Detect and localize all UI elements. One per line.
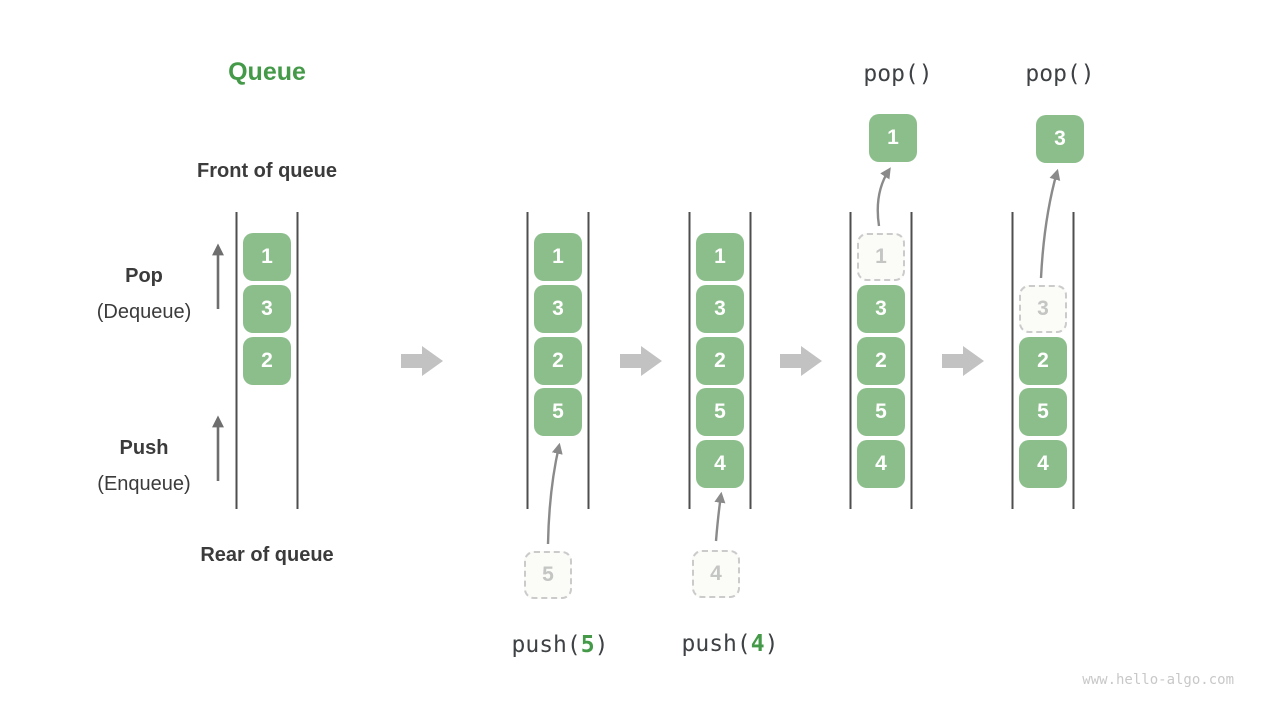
rear-of-queue-label: Rear of queue xyxy=(200,544,334,566)
queue-item-box: 2 xyxy=(857,337,905,385)
queue-item-box: 1 xyxy=(243,233,291,281)
push-operation-label: push(5) xyxy=(512,632,609,658)
enqueue-label: (Enqueue) xyxy=(97,473,191,495)
next-state-arrow-icon xyxy=(780,346,822,376)
queue-item-box: 4 xyxy=(857,440,905,488)
next-state-arrow-icon xyxy=(942,346,984,376)
pop-label-group: Pop (Dequeue) xyxy=(44,258,244,330)
queue-item-box: 5 xyxy=(1019,388,1067,436)
queue-item-ghost-box: 1 xyxy=(857,233,905,281)
push-call-prefix: push( xyxy=(511,632,581,658)
staged-item-box: 4 xyxy=(692,550,740,598)
pop-operation-label: pop() xyxy=(863,61,933,87)
queue-item-ghost-box: 3 xyxy=(1019,285,1067,333)
element-move-arrow-icon xyxy=(546,442,563,545)
push-call-argument: 5 xyxy=(580,632,595,658)
queue-item-box: 1 xyxy=(534,233,582,281)
push-label: Push xyxy=(119,437,169,459)
popped-item-box: 1 xyxy=(869,114,917,162)
front-of-queue-label: Front of queue xyxy=(197,160,337,182)
push-operation-label: push(4) xyxy=(682,631,779,657)
queue-item-box: 4 xyxy=(1019,440,1067,488)
dequeue-label: (Dequeue) xyxy=(96,301,192,323)
popped-item-box: 3 xyxy=(1036,115,1084,163)
queue-item-box: 3 xyxy=(534,285,582,333)
element-move-arrow-icon xyxy=(714,491,726,542)
queue-item-box: 2 xyxy=(534,337,582,385)
pop-label: Pop xyxy=(125,265,163,287)
queue-item-box: 4 xyxy=(696,440,744,488)
queue-item-box: 2 xyxy=(1019,337,1067,385)
next-state-arrow-icon xyxy=(620,346,662,376)
push-label-group: Push (Enqueue) xyxy=(44,430,244,502)
next-state-arrow-icon xyxy=(401,346,443,376)
push-call-suffix: ) xyxy=(764,631,779,657)
queue-item-box: 3 xyxy=(857,285,905,333)
queue-item-box: 3 xyxy=(696,285,744,333)
queue-item-box: 5 xyxy=(696,388,744,436)
watermark: www.hello-algo.com xyxy=(1082,672,1234,688)
push-call-argument: 4 xyxy=(750,631,765,657)
queue-item-box: 5 xyxy=(857,388,905,436)
queue-item-box: 3 xyxy=(243,285,291,333)
queue-item-box: 2 xyxy=(696,337,744,385)
element-move-arrow-icon xyxy=(1039,168,1061,279)
queue-item-box: 2 xyxy=(243,337,291,385)
staged-item-box: 5 xyxy=(524,551,572,599)
push-call-prefix: push( xyxy=(681,631,751,657)
pop-operation-label: pop() xyxy=(1025,61,1095,87)
queue-item-box: 1 xyxy=(696,233,744,281)
element-move-arrow-icon xyxy=(876,167,891,227)
queue-item-box: 5 xyxy=(534,388,582,436)
push-call-suffix: ) xyxy=(594,632,609,658)
diagram-title: Queue xyxy=(228,58,306,86)
